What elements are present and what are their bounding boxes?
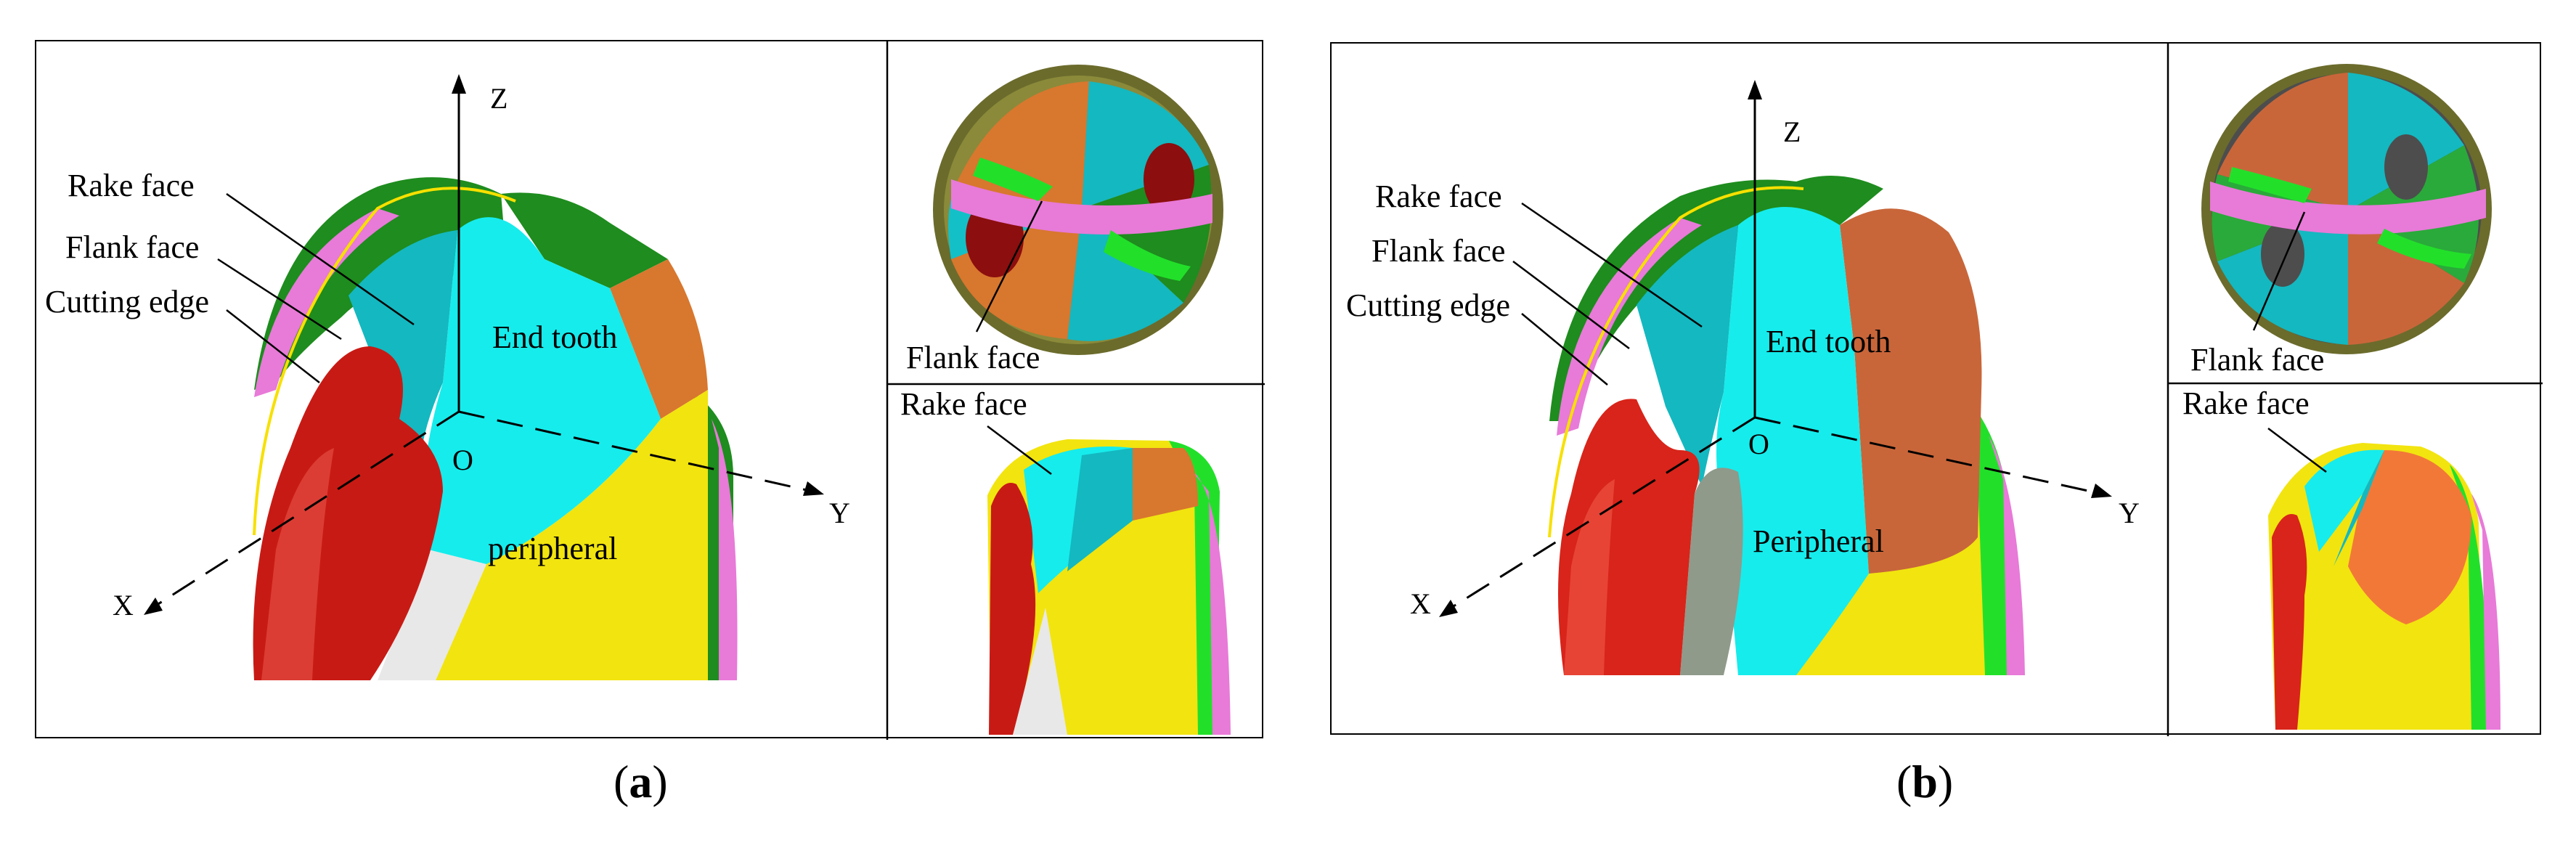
axis-x-label: X [113, 589, 134, 621]
rake-face-label: Rake face [68, 168, 195, 203]
green-top [501, 192, 668, 288]
pink-strip [254, 208, 399, 397]
x-arrow-icon [144, 598, 163, 615]
axis-z-label: Z [1783, 115, 1801, 148]
leader-lines-a [217, 192, 415, 383]
rake-face-surface [349, 230, 457, 492]
rake-face-label: Rake face [1375, 179, 1502, 214]
caption-a: (a) [614, 756, 668, 807]
caption-b: (b) [1896, 756, 1954, 807]
right-flank-pink [712, 419, 738, 680]
end-tooth-surface [423, 217, 661, 564]
peripheral-label: Peripheral [1753, 523, 1884, 559]
red-flute-highlight [261, 448, 334, 680]
z-arrow-icon [1748, 80, 1762, 99]
cutting-edge-line [1548, 186, 1804, 538]
panel-b: Rake face Flank face Cutting edge End to… [1330, 42, 2543, 736]
cutting-edge-label: Cutting edge [1346, 288, 1510, 323]
axis-y-label: Y [2119, 497, 2140, 529]
side-view-leader [987, 425, 1052, 475]
x-arrow-icon [1439, 600, 1458, 617]
origin-label: O [1748, 428, 1769, 460]
axis-y-label: Y [829, 497, 850, 529]
end-mill-model-b [1548, 176, 2025, 675]
cutting-edge-label: Cutting edge [45, 284, 209, 319]
end-tooth-label: End tooth [492, 319, 617, 355]
origin-label: O [452, 444, 473, 476]
right-flank-pink [1989, 436, 2025, 675]
y-arrow-icon [803, 481, 824, 496]
panel-a: Rake face Flank face Cutting edge End to… [35, 40, 1265, 740]
coordinate-axes-b [1439, 80, 2112, 617]
flute-channel [1680, 468, 1743, 675]
side-view-rake-label: Rake face [2182, 386, 2310, 421]
top-view-b [2201, 64, 2492, 354]
end-tooth-label: End tooth [1766, 324, 1891, 359]
y-axis [458, 410, 814, 493]
panel-b-drawing: Rake face Flank face Cutting edge End to… [1346, 44, 2543, 736]
top-view-leader [2252, 211, 2306, 331]
coordinate-axes-a [144, 74, 824, 615]
red-flute-highlight [1564, 479, 1615, 675]
leader-lines-b [1512, 202, 1703, 386]
top-view-flank-label: Flank face [906, 340, 1040, 375]
rake-face-surface [1637, 225, 1738, 486]
x-axis [152, 410, 460, 609]
top-view-leader [975, 200, 1043, 333]
axis-x-label: X [1410, 587, 1431, 620]
end-mill-model-a [253, 177, 738, 680]
side-view-rake-label: Rake face [900, 386, 1027, 422]
side-view-a [987, 439, 1231, 735]
side-view-leader [2267, 428, 2327, 473]
side-view-b [2268, 443, 2500, 730]
panel-a-drawing: Rake face Flank face Cutting edge End to… [45, 41, 1265, 740]
peripheral-label: peripheral [488, 531, 617, 566]
y-arrow-icon [2091, 484, 2112, 498]
z-arrow-icon [452, 74, 466, 94]
top-view-flank-label: Flank face [2190, 342, 2324, 378]
orange-surface [610, 259, 708, 419]
orange-surface [1840, 208, 1982, 574]
peripheral-yellow-surface [436, 390, 708, 680]
flute-channel [378, 550, 486, 680]
flank-face-label: Flank face [65, 229, 199, 265]
axis-z-label: Z [490, 82, 508, 115]
top-view-a [933, 65, 1223, 355]
flank-face-label: Flank face [1371, 233, 1505, 269]
